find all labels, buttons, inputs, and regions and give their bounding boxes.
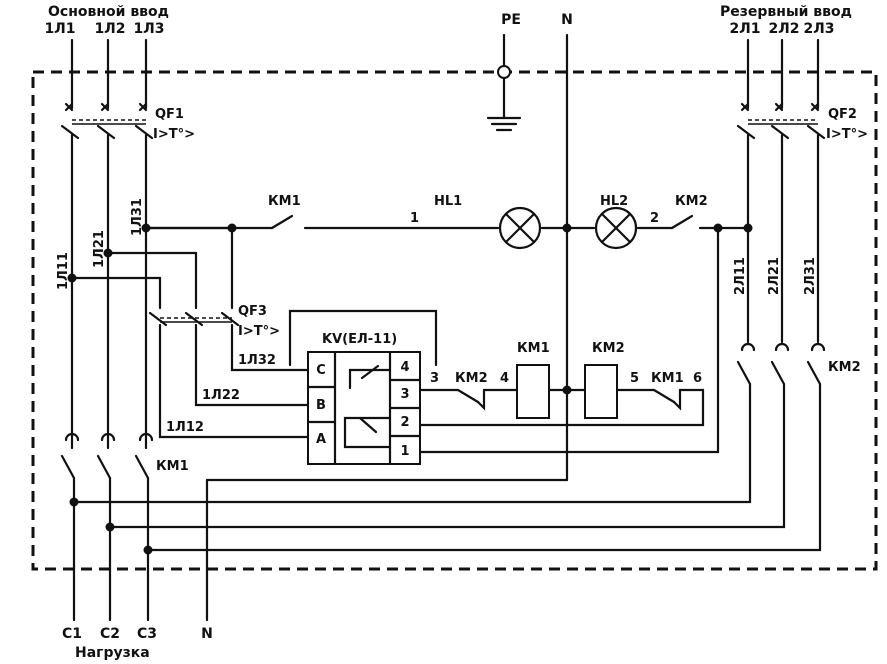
hl2-label: HL2 [600, 194, 628, 209]
enclosure-border [31, 70, 878, 571]
hl1-label: HL1 [434, 194, 462, 209]
qf2-label: QF2 [828, 107, 857, 122]
node-2: 2 [650, 211, 659, 226]
hl2-lamp [594, 206, 638, 250]
load-output-c2: С2 [100, 626, 120, 642]
reserve-input-title: Резервный ввод [720, 4, 852, 20]
qf2-breaker-symbol [736, 102, 826, 140]
relay-input-a: A [316, 432, 326, 447]
km1-main-label: КМ1 [156, 459, 189, 474]
relay-input-wires [158, 323, 310, 439]
wire-1l22: 1Л22 [202, 388, 240, 403]
node-3: 3 [430, 371, 439, 386]
pe-ground [486, 33, 522, 132]
main-phase-l1: 1Л1 [44, 21, 75, 37]
main-feed-lines [70, 38, 148, 110]
coil-row-wires [418, 226, 720, 454]
km1-aux-label: КМ1 [268, 194, 301, 209]
node-4: 4 [500, 371, 509, 386]
reserve-phase-l3: 2Л3 [803, 21, 834, 37]
junction-dots [67, 223, 753, 555]
load-output-c1: С1 [62, 626, 82, 642]
main-phase-l3: 1Л3 [133, 21, 164, 37]
wire-2l11: 2Л11 [733, 257, 748, 295]
load-title: Нагрузка [75, 645, 150, 661]
km2-aux-label: КМ2 [675, 194, 708, 209]
qf3-spec: I>T°> [238, 324, 280, 339]
relay-input-b: B [316, 398, 326, 413]
hl1-lamp [498, 206, 542, 250]
load-output-c3: С3 [137, 626, 157, 642]
reserve-phase-lines [746, 133, 820, 344]
reserve-phase-l2: 2Л2 [768, 21, 799, 37]
km1-coil-label: КМ1 [517, 341, 550, 356]
pe-label: PE [501, 12, 521, 28]
main-input-title: Основной ввод [48, 4, 169, 20]
wire-1l31: 1Л31 [130, 198, 145, 236]
relay-input-c: C [316, 363, 326, 378]
km2-coil [584, 364, 618, 419]
node-6: 6 [693, 371, 702, 386]
relay-pin-4: 4 [400, 360, 409, 375]
relay-label: KV(ЕЛ-11) [322, 332, 397, 347]
node-5: 5 [630, 371, 639, 386]
km1-interlock-label: КМ1 [651, 371, 684, 386]
wire-2l31: 2Л31 [803, 257, 818, 295]
relay-pin-3: 3 [400, 387, 409, 402]
wire-1l12: 1Л12 [166, 420, 204, 435]
km1-coil [516, 364, 550, 419]
qf1-spec: I>T°> [153, 127, 195, 142]
relay-pin-2: 2 [400, 415, 409, 430]
wire-2l21: 2Л21 [767, 257, 782, 295]
qf1-label: QF1 [155, 107, 184, 122]
wire-1l11: 1Л11 [56, 252, 71, 290]
main-phase-lines [70, 133, 148, 450]
qf2-spec: I>T°> [826, 127, 868, 142]
wire-1l32: 1Л32 [238, 353, 276, 368]
node-1: 1 [410, 211, 419, 226]
km2-main-contacts [72, 342, 826, 552]
km2-reserve-label: КМ2 [828, 360, 861, 375]
km2-interlock-label: КМ2 [455, 371, 488, 386]
km2-coil-label: КМ2 [592, 341, 625, 356]
main-phase-l2: 1Л2 [94, 21, 125, 37]
qf3-label: QF3 [238, 304, 267, 319]
relay-pin-1: 1 [400, 444, 409, 459]
qf1-breaker-symbol [60, 102, 154, 140]
neutral-label: N [561, 12, 573, 28]
kv-relay-housing [288, 309, 438, 466]
qf3-breaker-symbol [148, 311, 240, 327]
wire-1l21: 1Л21 [92, 230, 107, 268]
reserve-feed-lines [746, 38, 820, 110]
load-neutral: N [201, 626, 213, 642]
reserve-phase-l1: 2Л1 [729, 21, 760, 37]
